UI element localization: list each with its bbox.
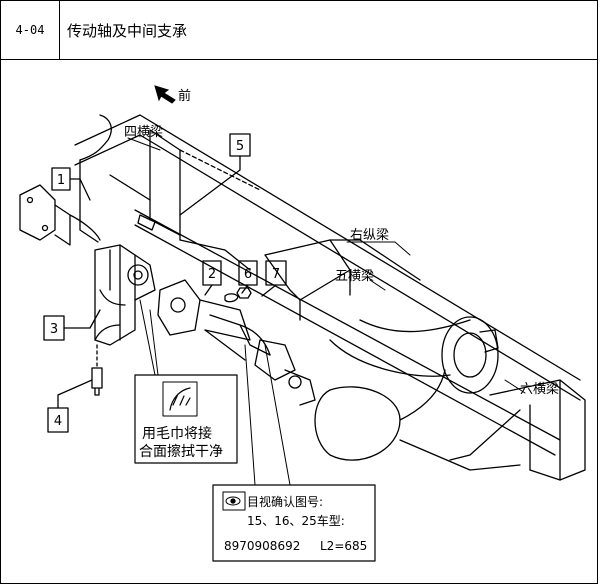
callout-5: 5 xyxy=(236,139,244,154)
front-flange-yoke xyxy=(19,184,56,241)
callout-4: 4 xyxy=(54,414,62,429)
label-fifth-crossmember: 五横梁 xyxy=(335,269,374,284)
frame-rail-lower xyxy=(134,209,561,441)
visual-check-length: L2=685 xyxy=(320,539,367,553)
wipe-note-line2: 合面擦拭干净 xyxy=(139,443,223,460)
sixth-crossmember xyxy=(489,379,586,481)
bolt-5 xyxy=(137,214,181,236)
visual-check-box xyxy=(212,484,376,562)
center-bearing-bracket xyxy=(94,244,136,346)
section-title: 传动轴及中间支承 xyxy=(67,21,188,40)
universal-joint-front xyxy=(157,279,201,336)
visual-check-models: 15、16、25车型: xyxy=(247,513,345,528)
section-code: 4-04 xyxy=(1,1,60,59)
callout-3: 3 xyxy=(50,322,58,337)
callout-7: 7 xyxy=(272,267,280,282)
callout-2: 2 xyxy=(208,267,216,282)
frame-rail-top xyxy=(74,114,581,381)
header-table: 4-04 传动轴及中间支承 xyxy=(0,0,598,60)
rear-axle-housing xyxy=(314,386,401,461)
mounting-bolt xyxy=(91,367,103,396)
visual-check-title: 目视确认图号: xyxy=(247,494,323,509)
wipe-note-line1: 用毛巾将接 xyxy=(142,425,212,442)
nut xyxy=(236,287,252,299)
visual-check-part-number: 8970908692 xyxy=(224,539,300,553)
label-fourth-crossmember: 四横梁 xyxy=(124,125,163,140)
washer xyxy=(224,293,239,303)
callout-6: 6 xyxy=(244,267,252,282)
label-sixth-crossmember: 六横梁 xyxy=(520,382,559,397)
universal-joint-rear xyxy=(254,339,296,381)
frame-rail-bottom xyxy=(134,224,556,456)
drive-shaft-tube xyxy=(199,299,251,341)
label-right-rail: 右纵梁 xyxy=(350,228,389,243)
front-label: 前 xyxy=(178,88,191,104)
wipe-note-box xyxy=(134,374,238,464)
callout-1: 1 xyxy=(57,173,65,188)
frame-rail-upper xyxy=(74,134,581,401)
front-arrow-icon xyxy=(154,85,176,104)
